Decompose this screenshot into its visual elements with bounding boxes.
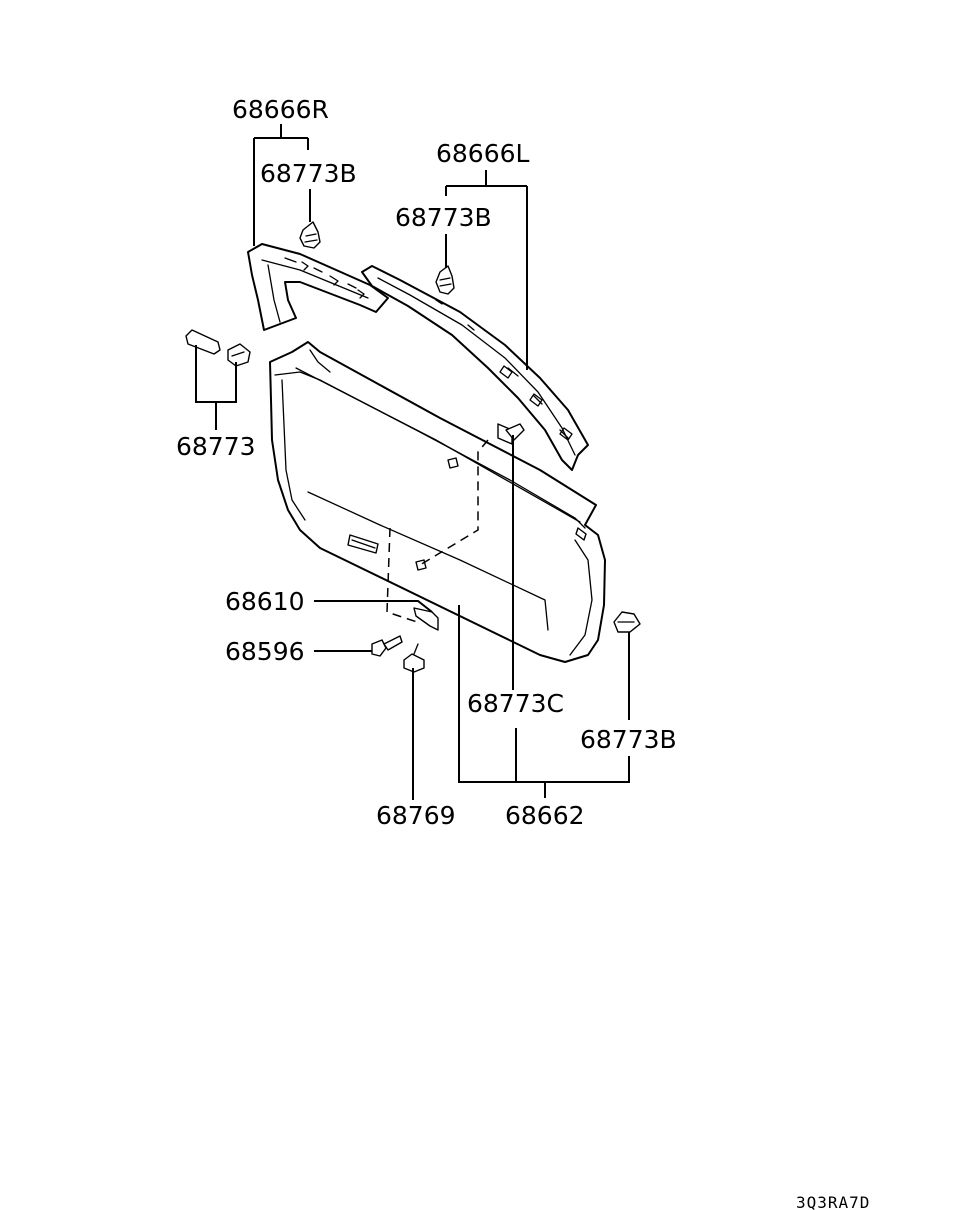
trim-68666L xyxy=(361,265,589,471)
attachment-dash-line xyxy=(386,527,421,624)
door-trim-68662 xyxy=(269,341,606,663)
clip-68773C xyxy=(505,423,525,441)
leader-68773 xyxy=(195,345,237,430)
label-68773B-bottom: 68773B xyxy=(580,725,677,754)
leader-68662 xyxy=(458,605,630,798)
label-68769: 68769 xyxy=(376,801,456,830)
label-68773B-top-right: 68773B xyxy=(260,159,357,188)
label-68773B-top-left: 68773B xyxy=(395,203,492,232)
label-68596: 68596 xyxy=(225,637,305,666)
attachment-dash-line xyxy=(419,439,489,566)
leader-68666L xyxy=(445,170,528,370)
label-68666L: 68666L xyxy=(436,139,530,168)
label-68610: 68610 xyxy=(225,587,305,616)
diagram-code: 3Q3RA7D xyxy=(796,1193,870,1210)
trim-68666R xyxy=(247,243,389,331)
clip-68773B-bottom xyxy=(613,611,641,633)
leader-68666R xyxy=(253,124,309,246)
label-68773: 68773 xyxy=(176,432,256,461)
leader-68610 xyxy=(314,600,433,613)
bracket-68610 xyxy=(413,607,439,631)
clip-68773B-top-left xyxy=(435,265,455,295)
screw-68769 xyxy=(403,643,425,673)
label-68773C: 68773C xyxy=(467,689,564,718)
screw-68596 xyxy=(371,635,403,657)
clip-68773B-top-right xyxy=(299,221,321,249)
label-68662: 68662 xyxy=(505,801,585,830)
clip-68773-left xyxy=(185,329,251,367)
label-68666R: 68666R xyxy=(232,95,329,124)
